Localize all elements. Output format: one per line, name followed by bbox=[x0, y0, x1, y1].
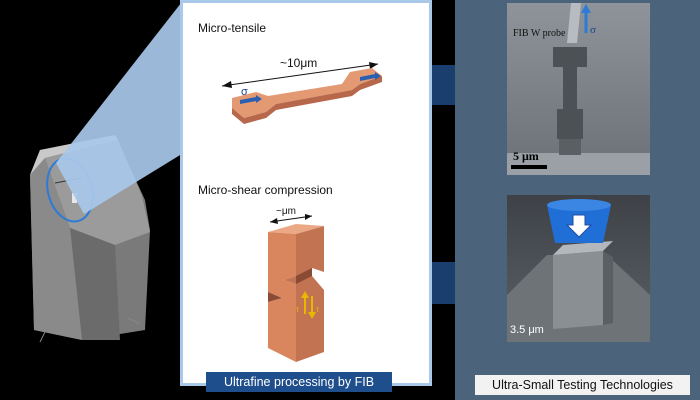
shear-dimension-label: ~μm bbox=[276, 206, 296, 217]
sem-compression-test-image bbox=[507, 195, 650, 342]
micro-tensile-label: Micro-tensile bbox=[198, 21, 267, 35]
tensile-sigma-label: σ bbox=[241, 86, 248, 98]
probe-sigma-label: σ bbox=[590, 24, 596, 36]
fib-probe-label: FIB W probe bbox=[513, 28, 566, 39]
shear-tau-left-label: τ bbox=[296, 305, 300, 314]
scale-bar-bottom-label: 3.5 μm bbox=[510, 324, 544, 336]
testing-caption: Ultra-Small Testing Technologies bbox=[475, 375, 690, 395]
callout-wedge bbox=[56, 0, 185, 214]
sem-tensile-test-image bbox=[507, 3, 650, 175]
processing-caption: Ultrafine processing by FIB bbox=[206, 372, 392, 392]
scale-bar-top-label: 5 μm bbox=[513, 149, 539, 163]
shear-tau-right-label: τ bbox=[316, 305, 320, 314]
tensile-dimension-label: ~10μm bbox=[280, 56, 318, 70]
micro-shear-label: Micro-shear compression bbox=[198, 183, 333, 197]
